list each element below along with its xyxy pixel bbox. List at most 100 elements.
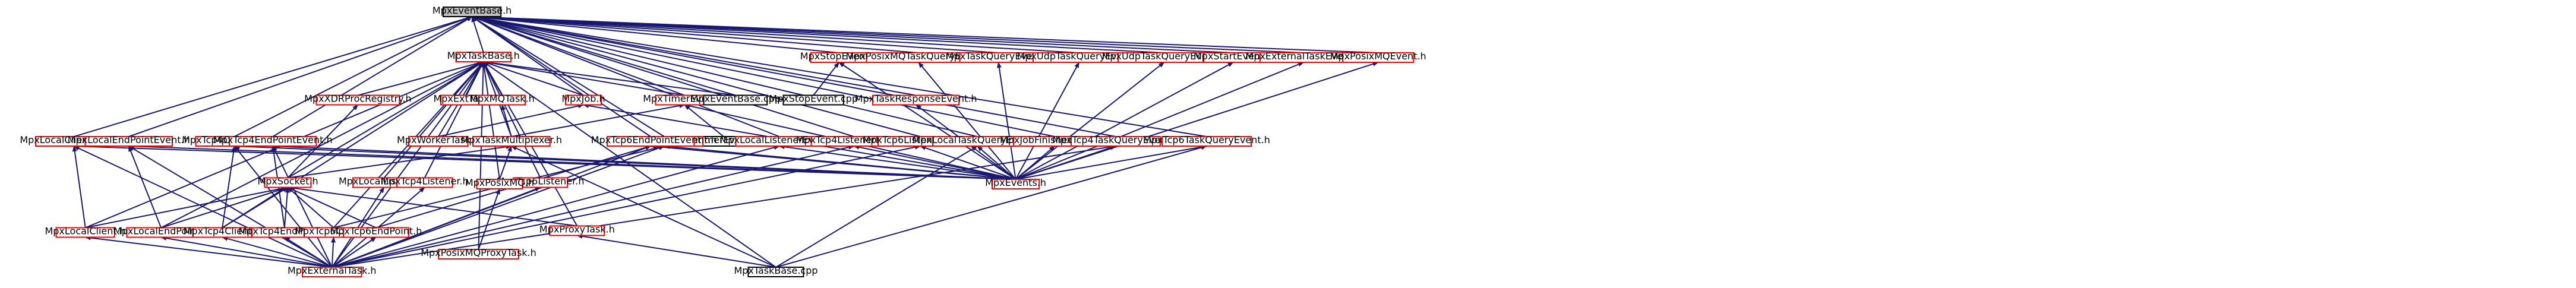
node-label: MpxTcp6EndPointEvent.h	[591, 134, 711, 145]
node-box	[703, 94, 768, 106]
edge-n28-n39	[853, 144, 1016, 180]
node-box	[84, 136, 173, 147]
node-mpxstopevent-h[interactable]: MpxStopEvent.h	[800, 50, 878, 63]
node-mpxudptaskqueryevent-h[interactable]: MpxUdpTaskQueryEvent.h	[1102, 50, 1227, 63]
node-mpxstartevent-h[interactable]: MpxStartEvent.h	[1194, 50, 1273, 63]
node-mpxlocallistenerevent-h[interactable]: MpxLocalListenerEvent.h	[720, 134, 839, 147]
node-mpxtcp6taskqueryevent-h[interactable]: MpxTcp6TaskQueryEvent.h	[1143, 134, 1270, 147]
edge-n44-n48	[331, 236, 336, 268]
node-mpxtcp4listener-h[interactable]: MpxTcp4Listener.h	[381, 176, 469, 188]
node-mpxtcp4taskqueryevent-h[interactable]: MpxTcp4TaskQueryEvent.h	[1052, 134, 1179, 147]
node-mpxposixmq-h[interactable]: MpxPosixMQ.h	[465, 177, 534, 189]
node-label: MpxLocalClient.h	[45, 226, 125, 237]
node-mpxtcp6endpoint-h[interactable]: MpxTcp6EndPoint.h	[330, 226, 422, 238]
edge-n0-n32	[471, 15, 1116, 137]
edge-n0-n15	[471, 15, 736, 96]
node-box	[315, 94, 400, 106]
node-mpxsocket-h[interactable]: MpxSocket.h	[257, 176, 318, 188]
edge-n32-n39	[1015, 145, 1116, 180]
node-mpxjob-h[interactable]: MpxJob.h	[561, 93, 605, 106]
node-box	[565, 94, 602, 106]
node-label: MpxTaskResponseEvent.h	[855, 93, 977, 105]
node-mpxposixmqevent-h[interactable]: MpxPosixMQEvent.h	[1330, 50, 1426, 63]
edge-n29-n39	[920, 145, 1016, 180]
edge-n29-n48	[332, 144, 921, 268]
node-mpxxdrprocregistry-h[interactable]: MpxXDRProcRegistry.h	[304, 93, 412, 106]
edge-n1-n13	[482, 61, 584, 96]
edge-n4-n39	[996, 62, 1016, 180]
node-mpxposixmqtaskqueryevent-h[interactable]: MpxPosixMQTaskQueryEvent.h	[846, 50, 992, 63]
edge-n28-n48	[332, 145, 855, 268]
edge-n0-n3	[471, 14, 919, 53]
node-label: MpxTcp6EndPoint.h	[330, 226, 422, 237]
node-mpxtaskqueryevent-h[interactable]: MpxTaskQueryEvent.h	[946, 50, 1052, 63]
node-box	[264, 177, 312, 188]
edge-n0-n14	[471, 16, 685, 96]
node-mpxtcp4endpointevent-h[interactable]: MpxTcp4EndPointEvent.h	[213, 134, 333, 147]
node-mpxevents-h[interactable]: MpxEvents.h	[985, 177, 1046, 189]
edge-n20-n48	[233, 145, 333, 268]
edge-n0-n9	[471, 14, 1378, 53]
node-mpxudptaskqueryevent-h[interactable]: MpxUdpTaskQueryEvent.h	[1017, 50, 1142, 63]
node-box	[478, 94, 526, 106]
edge-n23-n49	[510, 145, 776, 268]
node-label: MpxPosixMQ.h	[465, 177, 534, 188]
edge-n45-n48	[332, 236, 377, 268]
node-label: MpxExternalTaskEvent.h	[1245, 50, 1361, 62]
node-mpxproxytask-h[interactable]: MpxProxyTask.h	[539, 224, 615, 236]
edge-n0-n27	[471, 16, 780, 137]
edge-n34-n42	[222, 186, 289, 229]
node-label: MpxUdpTaskQueryEvent.h	[1017, 50, 1142, 62]
node-mpxeventbase-cpp: MpxEventBase.cpp	[690, 93, 781, 106]
node-label: MpxTaskBase.cpp	[734, 265, 817, 276]
node-mpxtaskresponseevent-h[interactable]: MpxTaskResponseEvent.h	[855, 93, 977, 106]
node-box	[476, 179, 523, 189]
edge-n26-n39	[650, 144, 1016, 180]
node-label: MpxTaskMultiplexer.h	[461, 134, 562, 145]
edge-n34-n40	[85, 186, 289, 229]
node-label: MpxEventBase.h	[433, 5, 512, 16]
node-mpxexternaltaskevent-h[interactable]: MpxExternalTaskEvent.h	[1245, 50, 1362, 63]
edge-n0-n19	[128, 16, 473, 137]
edge-n0-n33	[471, 15, 1207, 137]
edge-n3-n39	[918, 62, 1016, 180]
edge-n10-n34	[287, 104, 359, 179]
node-label: MpxStartEvent.h	[1194, 50, 1273, 62]
node-mpxeventbase-h[interactable]: MpxEventBase.h	[433, 5, 512, 17]
edge-n14-n23	[511, 103, 686, 137]
edge-n12-n23	[501, 104, 512, 137]
node-mpxmqtask-h[interactable]: MpxMQTask.h	[469, 93, 535, 106]
node-mpxtcp6endpointevent-h[interactable]: MpxTcp6EndPointEvent.h	[591, 134, 711, 147]
node-mpxtaskmultiplexer-h[interactable]: MpxTaskMultiplexer.h	[461, 134, 562, 147]
edge-n34-n47	[287, 185, 577, 227]
node-mpxposixmqproxytask-h[interactable]: MpxPosixMQProxyTask.h	[421, 247, 536, 259]
node-label: MpxTcp4Client.h	[184, 226, 261, 237]
node-mpxtcp4client-h[interactable]: MpxTcp4Client.h	[184, 226, 261, 238]
node-label: MpxEvents.h	[985, 177, 1046, 188]
edge-n1-n14	[482, 60, 685, 96]
node-box	[747, 267, 804, 277]
edge-n31-n39	[1015, 145, 1056, 180]
node-mpxexternaltask-h[interactable]: MpxExternalTask.h	[288, 265, 377, 277]
node-mpxlocalendpointevent-h[interactable]: MpxLocalEndPointEvent.h	[68, 134, 190, 147]
node-label: MpxPosixMQEvent.h	[1330, 50, 1426, 62]
node-mpxlocalendpoint-h[interactable]: MpxLocalEndPoint.h	[113, 226, 209, 238]
edge-n2-n39	[838, 62, 1016, 180]
edge-n34-n41	[160, 186, 289, 229]
edge-n18-n40	[72, 145, 86, 228]
edge-n27-n39	[778, 144, 1016, 180]
node-mpxlocaltaskqueryevent-h[interactable]: MpxLocalTaskQueryEvent.h	[912, 134, 1043, 147]
node-box	[472, 136, 551, 147]
node-mpxlocalclient-h[interactable]: MpxLocalClient.h	[45, 226, 126, 238]
edge-n47-n49	[576, 233, 776, 268]
node-mpxtaskbase-h[interactable]: MpxTaskBase.h	[447, 50, 520, 62]
edge-n0-n18	[74, 15, 473, 137]
node-mpxworkertask-h[interactable]: MpxWorkerTask.h	[397, 134, 480, 147]
edge-n37-n48	[332, 186, 541, 268]
edge-n0-n20	[234, 16, 473, 137]
edge-n7-n39	[1015, 62, 1234, 180]
edge-n0-n28	[471, 15, 854, 137]
node-box	[782, 94, 844, 106]
node-label: MpxSocket.h	[257, 176, 318, 187]
edge-n1-n42	[222, 61, 484, 229]
